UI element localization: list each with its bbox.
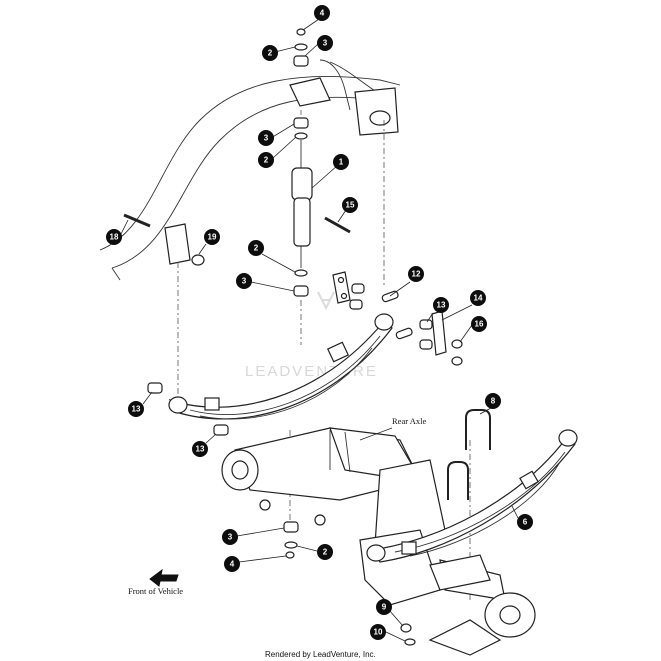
front-of-vehicle-label: Front of Vehicle	[128, 586, 183, 596]
bolts	[123, 213, 351, 266]
callout-4-top: 4	[314, 5, 330, 21]
callout-3-lower-shock: 3	[236, 273, 252, 289]
rear-leaf-spring	[366, 429, 578, 563]
svg-text:3: 3	[242, 277, 247, 286]
u-bolts	[447, 409, 491, 500]
callout-3-top: 3	[317, 35, 333, 51]
lower-hardware	[283, 521, 416, 646]
front-of-vehicle-arrow	[149, 568, 179, 587]
svg-text:14: 14	[474, 294, 483, 303]
svg-text:8: 8	[491, 397, 496, 406]
credit-line: Rendered by LeadVenture, Inc.	[265, 650, 376, 659]
svg-text:6: 6	[523, 518, 528, 527]
callout-12-pin: 12	[408, 266, 424, 282]
callout-1-shock: 1	[333, 154, 349, 170]
front-leaf-spring	[168, 313, 394, 420]
rear-axle-label: Rear Axle	[392, 416, 426, 426]
callout-3-upper: 3	[258, 130, 274, 146]
callout-2-top: 2	[262, 45, 278, 61]
callout-15-bolt: 15	[342, 197, 358, 213]
shackle-assembly	[147, 271, 463, 436]
frame-rail	[99, 59, 401, 281]
svg-text:2: 2	[254, 244, 259, 253]
svg-text:12: 12	[412, 270, 421, 279]
callout-13-shackle-bushing: 13	[433, 297, 449, 313]
svg-text:13: 13	[132, 405, 141, 414]
callout-16-nut: 16	[471, 316, 487, 332]
callout-14-shackle: 14	[470, 290, 486, 306]
callout-18-bolt: 18	[106, 229, 122, 245]
svg-text:16: 16	[475, 320, 484, 329]
svg-text:15: 15	[346, 201, 355, 210]
svg-text:13: 13	[437, 301, 446, 310]
callout-4-bottom: 4	[224, 556, 240, 572]
top-hardware	[293, 28, 309, 297]
callout-3-bottom: 3	[222, 529, 238, 545]
rear-axle-housing	[221, 427, 536, 656]
svg-text:2: 2	[268, 49, 273, 58]
shock-absorber	[291, 140, 313, 268]
svg-text:2: 2	[323, 548, 328, 557]
callout-8-u-bolt: 8	[485, 393, 501, 409]
callout-2-lower-shock: 2	[248, 240, 264, 256]
callout-13-spring-eye: 13	[128, 401, 144, 417]
svg-text:9: 9	[382, 603, 387, 612]
svg-text:4: 4	[320, 9, 325, 18]
callout-13-spring-lower: 13	[192, 441, 208, 457]
svg-text:3: 3	[228, 533, 233, 542]
svg-text:3: 3	[323, 39, 328, 48]
svg-text:2: 2	[264, 156, 269, 165]
svg-text:13: 13	[196, 445, 205, 454]
callout-10-u-bolt-nut: 10	[370, 624, 386, 640]
svg-text:4: 4	[230, 560, 235, 569]
callout-9-u-bolt-washer: 9	[376, 599, 392, 615]
callout-leaders	[119, 16, 519, 642]
svg-text:18: 18	[110, 233, 119, 242]
callout-2-bottom: 2	[317, 544, 333, 560]
svg-text:3: 3	[264, 134, 269, 143]
callout-2-upper: 2	[258, 152, 274, 168]
callout-6-rear-spring: 6	[517, 514, 533, 530]
callout-19-nut: 19	[204, 229, 220, 245]
svg-text:19: 19	[208, 233, 217, 242]
svg-text:1: 1	[339, 158, 344, 167]
svg-text:10: 10	[374, 628, 383, 637]
